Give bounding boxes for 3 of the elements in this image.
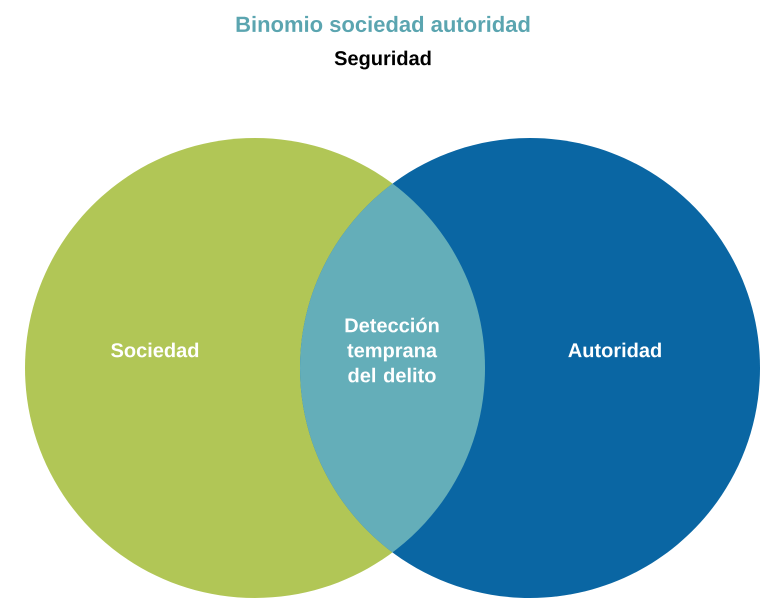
title: Binomio sociedad autoridad — [236, 16, 530, 32]
subtitle: Seguridad — [334, 50, 431, 70]
overlap-region: Detección temprana del delito — [346, 318, 439, 382]
